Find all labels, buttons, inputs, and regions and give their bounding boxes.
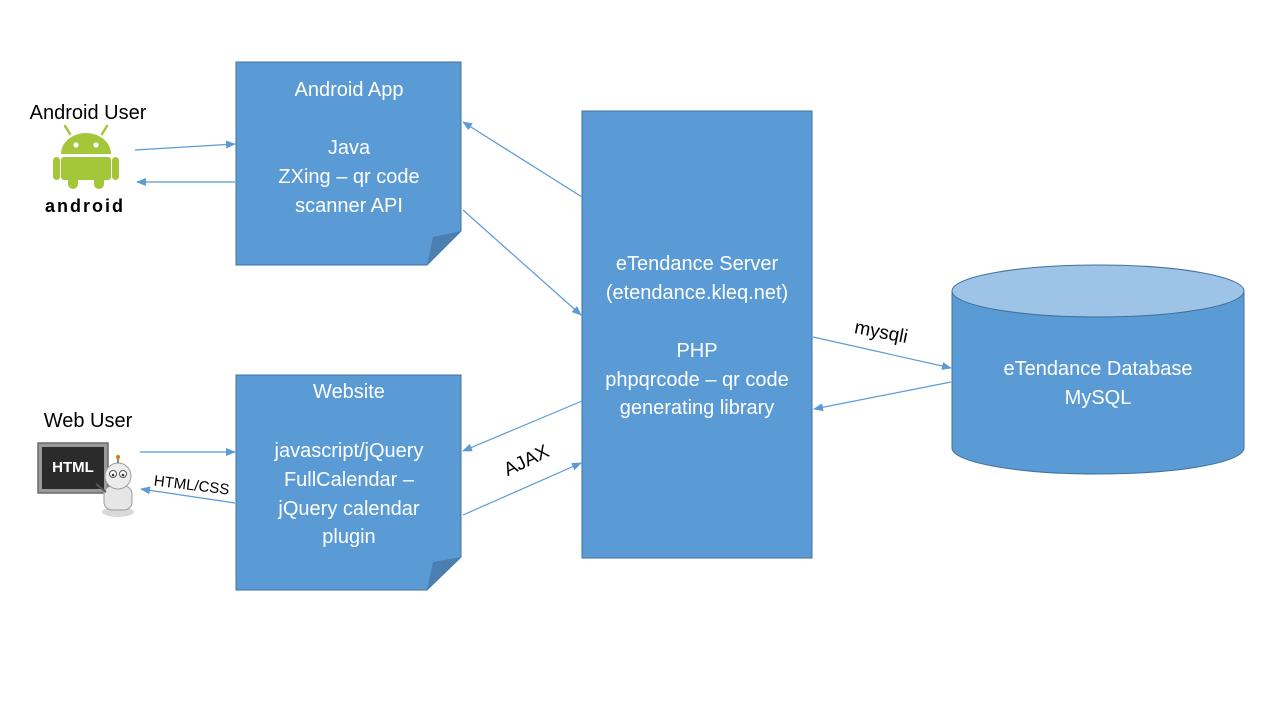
arrow-website-to-server	[462, 462, 582, 516]
server-url: (etendance.kleq.net)	[606, 282, 788, 304]
ajax-label: AJAX	[501, 441, 553, 481]
web-user: Web User HTML	[37, 410, 134, 517]
website-line-fullcalendar: FullCalendar –	[284, 469, 415, 491]
android-app-line-scanner: scanner API	[295, 195, 403, 217]
mysqli-label: mysqli	[853, 317, 910, 348]
html-board-text: HTML	[52, 459, 94, 476]
arrow-app-to-server	[462, 209, 582, 316]
arrow-server-to-database	[812, 336, 952, 370]
database-engine: MySQL	[1065, 387, 1132, 409]
android-robot-icon	[53, 124, 119, 189]
arrow-website-to-web-user	[140, 486, 236, 504]
website-title: Website	[313, 381, 385, 403]
html-css-label: HTML/CSS	[153, 472, 230, 498]
server-title: eTendance Server	[616, 253, 779, 275]
android-app-line-java: Java	[328, 137, 371, 159]
arrow-server-to-website	[462, 400, 583, 452]
android-app-line-zxing: ZXing – qr code	[278, 166, 419, 188]
server-box: eTendance Server (etendance.kleq.net) PH…	[581, 110, 813, 559]
arrow-android-user-to-app	[134, 140, 236, 151]
android-user-label: Android User	[30, 102, 147, 124]
android-app-title: Android App	[295, 79, 404, 101]
android-logo-text: android	[45, 196, 125, 216]
arrow-server-to-app	[462, 121, 583, 198]
presenter-mascot-icon	[95, 455, 134, 517]
server-line-phpqrcode: phpqrcode – qr code	[605, 369, 788, 391]
html-board-icon: HTML	[37, 442, 109, 494]
server-line-php: PHP	[676, 340, 717, 362]
server-line-library: generating library	[620, 397, 775, 419]
android-app-box: Android App Java ZXing – qr code scanner…	[235, 61, 462, 266]
android-user: Android User android	[30, 102, 147, 216]
website-line-plugin: plugin	[322, 526, 375, 548]
website-box: Website javascript/jQuery FullCalendar –…	[235, 374, 462, 591]
website-line-jquery: javascript/jQuery	[274, 440, 424, 462]
database-title: eTendance Database	[1003, 358, 1192, 380]
database-cylinder: eTendance Database MySQL	[951, 264, 1245, 475]
website-line-plugin-desc: jQuery calendar	[277, 498, 420, 520]
web-user-label: Web User	[44, 410, 133, 432]
arrow-database-to-server	[813, 381, 952, 412]
connectors	[134, 121, 952, 516]
